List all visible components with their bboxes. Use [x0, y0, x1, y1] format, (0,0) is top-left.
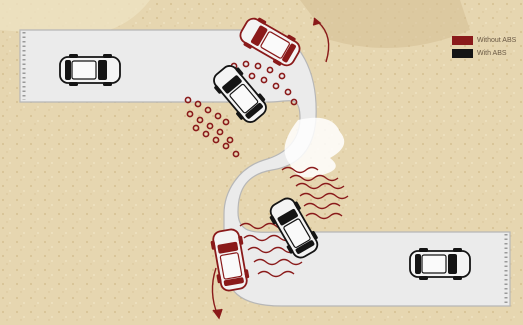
car-with-abs-start [60, 54, 120, 86]
legend-label-with-abs: With ABS [477, 50, 507, 57]
legend-swatch-with-abs [452, 49, 473, 58]
legend-item-without-abs: Without ABS [452, 34, 522, 47]
legend-swatch-without-abs [452, 36, 473, 45]
legend-label-without-abs: Without ABS [477, 37, 516, 44]
car-with-abs-end [410, 248, 470, 280]
legend: Without ABS With ABS [452, 34, 522, 60]
legend-item-with-abs: With ABS [452, 47, 522, 60]
